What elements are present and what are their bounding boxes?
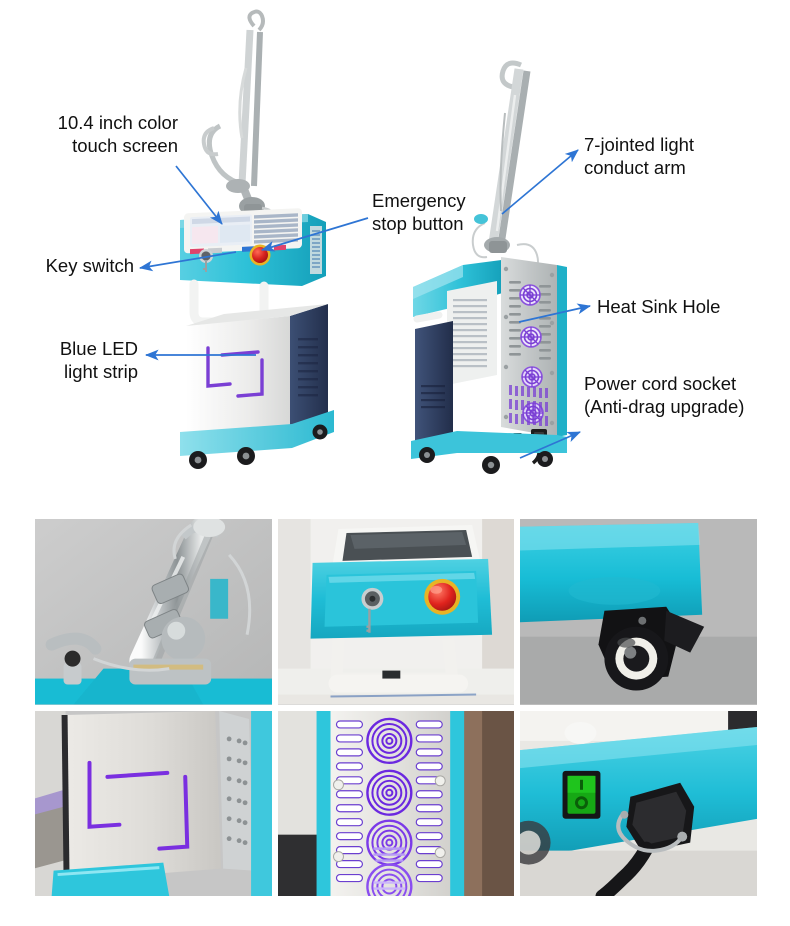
callout-light-conduct-arm: 7-jointed light conduct arm — [584, 134, 695, 178]
inner-module-vents — [453, 299, 487, 368]
photo-control-panel — [277, 519, 515, 705]
callout-emergency-stop-button: Emergency stop button — [372, 190, 466, 234]
body-front-panel — [186, 316, 290, 438]
machine-rear-view — [405, 55, 595, 485]
power-rocker-switch-photo[interactable] — [562, 770, 601, 819]
machine-front-view — [150, 8, 370, 478]
photo-heat-sink-fans — [277, 710, 515, 896]
emergency-stop-photo[interactable] — [423, 578, 460, 615]
louver-slots — [335, 719, 443, 882]
panel-screws — [332, 774, 446, 862]
emergency-stop-button-part[interactable] — [249, 244, 271, 266]
lower-vent-grid — [509, 385, 548, 426]
callout-power-cord-socket: Power cord socket (Anti-drag upgrade) — [584, 373, 745, 417]
head-vent — [310, 226, 322, 274]
fan-grilles — [365, 717, 413, 896]
white-panel — [65, 710, 222, 881]
detail-photo-grid — [35, 519, 757, 896]
top-shroud — [413, 259, 509, 317]
photo-caster-wheel — [520, 519, 757, 705]
arm-joint — [226, 179, 250, 193]
lower-navy-body — [415, 321, 453, 447]
inner-module — [447, 281, 497, 385]
side-vent-holes — [298, 338, 318, 397]
key-switch-photo[interactable] — [361, 587, 384, 633]
photo-articulated-arm — [35, 519, 272, 705]
base-plinth — [180, 410, 334, 456]
machine-front-svg — [180, 9, 334, 469]
screw-cap — [564, 721, 597, 744]
led-bracket-marks — [87, 760, 190, 851]
photo-led-light-strip — [35, 710, 272, 896]
callout-key-switch: Key switch — [45, 255, 134, 276]
callout-touch-screen: 10.4 inch color touch screen — [57, 112, 178, 156]
power-plug — [595, 782, 695, 896]
body-side-panel — [290, 304, 328, 432]
rear-handle — [413, 311, 443, 323]
callout-heat-sink-hole: Heat Sink Hole — [597, 296, 721, 317]
machine-rear-svg — [411, 60, 567, 474]
perforations — [226, 736, 248, 845]
anti-drag-clip — [616, 813, 685, 853]
callout-blue-led-light-strip: Blue LED light strip — [59, 338, 138, 382]
caster-wheels — [189, 424, 328, 469]
photo-power-socket — [520, 710, 757, 896]
articulated-arm — [201, 9, 265, 206]
